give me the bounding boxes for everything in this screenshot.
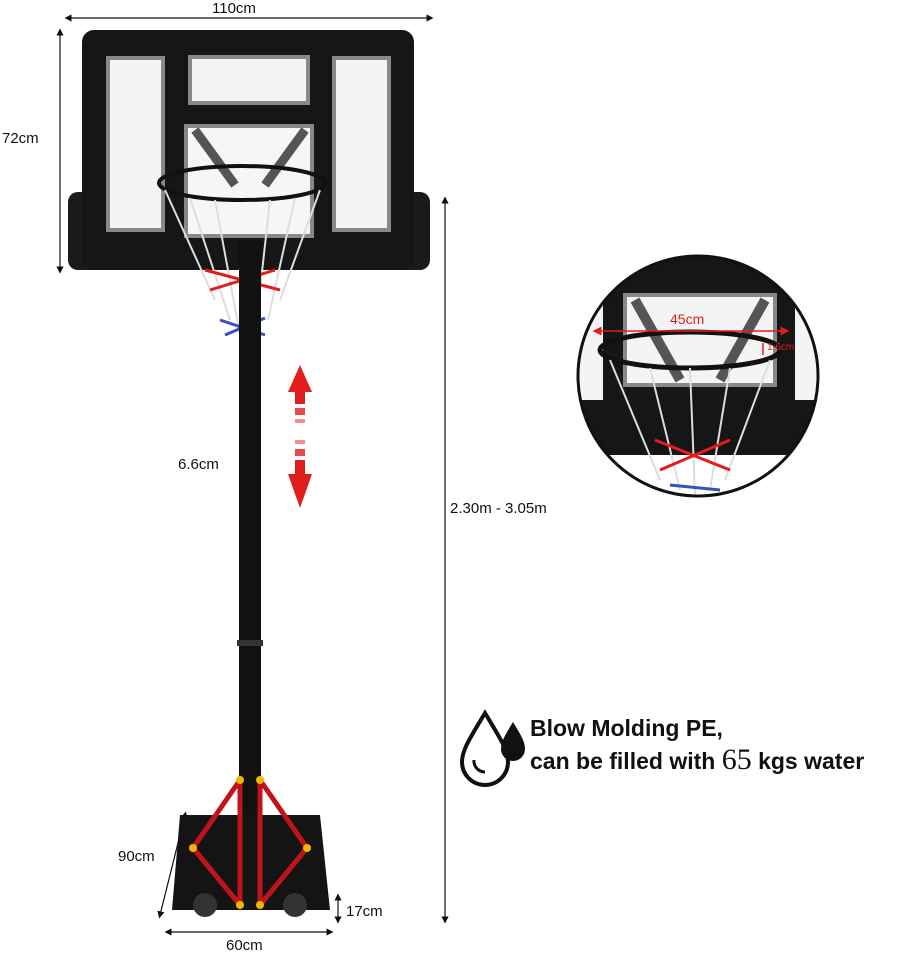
feature-line2-suffix: kgs water	[758, 748, 865, 774]
pole	[239, 240, 261, 870]
capacity-value: 65	[721, 743, 752, 776]
pole-diameter-label: 6.6cm	[178, 456, 219, 473]
base-length-label: 90cm	[118, 848, 155, 865]
backboard-height-label: 72cm	[2, 130, 39, 147]
rim-thickness-label: 1.6cm	[767, 342, 795, 353]
backboard-width-label: 110cm	[212, 0, 256, 17]
rim-diameter-label: 45cm	[670, 311, 705, 327]
height-adjust-arrow	[288, 365, 312, 508]
feature-text: Blow Molding PE, can be filled with 65 k…	[530, 712, 864, 777]
water-drop-icon	[459, 709, 525, 787]
height-range-label: 2.30m - 3.05m	[450, 500, 547, 517]
base-width-label: 60cm	[226, 937, 263, 954]
rim-detail-inset	[576, 254, 820, 498]
feature-line2-prefix: can be filled with	[530, 748, 716, 774]
feature-line1: Blow Molding PE,	[530, 715, 723, 741]
base-height-label: 17cm	[346, 903, 383, 920]
base	[172, 776, 330, 917]
backboard	[68, 30, 430, 270]
